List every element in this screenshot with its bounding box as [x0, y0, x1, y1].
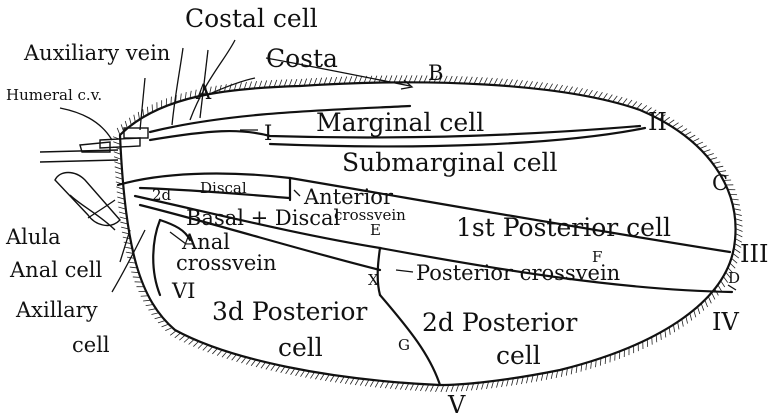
third-posterior-cell-label-1: 3d Posterior [212, 297, 367, 326]
alula-label: Alula [5, 225, 61, 249]
roman-v-label: V [447, 391, 466, 419]
axillary-cell-label-1: Axillary [15, 298, 98, 322]
roman-i-label: I [264, 121, 272, 145]
roman-vi-label: VI [171, 279, 195, 303]
letter-a-label: A [195, 80, 212, 104]
hatch-stroke [146, 304, 154, 305]
costa-label: Costa [266, 44, 338, 73]
costal-cell-label: Costal cell [185, 4, 318, 33]
labels: Costal cell Auxiliary vein Costa Humeral… [5, 4, 768, 419]
letter-e-label: E [370, 221, 381, 239]
second-basal-label: 2d [152, 186, 172, 204]
first-posterior-cell-label: 1st Posterior cell [456, 213, 671, 242]
discal-label: Discal [200, 179, 247, 197]
axillary-cell-label-2: cell [72, 333, 110, 357]
roman-ii-label: II [648, 108, 667, 136]
anal-cell-label: Anal cell [9, 258, 103, 282]
letter-d-label: D [728, 269, 740, 287]
roman-iii-label: III [740, 240, 768, 268]
submarginal-cell-label: Submarginal cell [342, 148, 558, 177]
letter-c-label: C [712, 171, 728, 195]
basal-discal-label: Basal + Discal [186, 206, 341, 230]
marginal-cell-label: Marginal cell [316, 108, 484, 137]
second-posterior-cell-label-2: cell [496, 341, 541, 370]
roman-iv-label: IV [712, 308, 739, 336]
letter-b-label: B [428, 61, 443, 85]
hatch-stroke [143, 300, 151, 301]
hatch-stroke [155, 317, 162, 319]
humeral-cv-label: Humeral c.v. [6, 86, 102, 104]
second-posterior-cell-label-1: 2d Posterior [422, 308, 577, 337]
hatch-stroke [148, 309, 155, 310]
posterior-crossvein-label: Posterior crossvein [416, 261, 620, 285]
anal-crossvein-label-2: crossvein [176, 251, 277, 275]
auxiliary-vein-label: Auxiliary vein [23, 41, 170, 65]
letter-g-label: G [398, 336, 410, 354]
hatch-stroke [158, 320, 165, 322]
third-posterior-cell-label-2: cell [278, 333, 323, 362]
letter-x-label: X [368, 271, 379, 289]
hatch-stroke [151, 313, 158, 315]
